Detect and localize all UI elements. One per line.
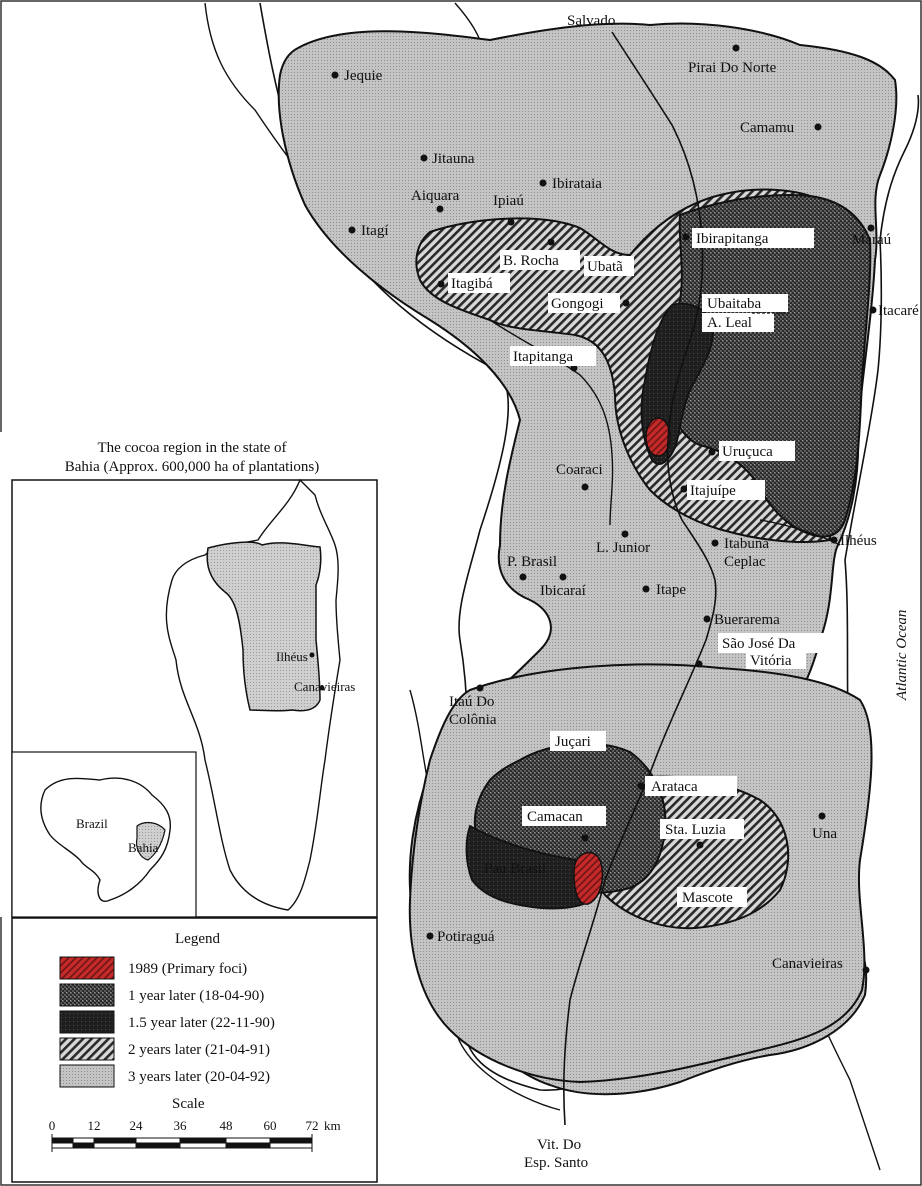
scale-tick-0: 0	[49, 1118, 56, 1133]
scale-tick-48: 48	[220, 1118, 233, 1133]
town-gongogi: Gongogi	[551, 296, 604, 312]
town-jitauna: Jitauna	[432, 151, 475, 167]
legend-swatch-3-years	[59, 1064, 115, 1088]
town-ibicarai: Ibicaraí	[540, 583, 586, 599]
town-colonia: Colônia	[449, 712, 497, 728]
town-jequie: Jequie	[344, 68, 383, 84]
town-itacare: Itacaré	[878, 303, 919, 319]
town-itau-do-colonia: Itaú Do	[449, 694, 494, 710]
brazil-outline	[40, 777, 172, 902]
town-ubata: Ubatã	[587, 259, 623, 275]
inset-label-ilheus: Ilhéus	[276, 649, 308, 664]
legend-swatch-2-years	[59, 1037, 115, 1061]
scale-tick-60: 60	[264, 1118, 277, 1133]
legend-title: Legend	[175, 931, 220, 947]
bahia-label: Bahia	[128, 840, 159, 855]
town-pirai-do-norte: Pirai Do Norte	[688, 60, 777, 76]
ocean-label: Atlantic Ocean	[894, 610, 910, 701]
brazil-label: Brazil	[76, 816, 108, 831]
inset-title-line1: The cocoa region in the state of	[97, 440, 286, 456]
scale-title: Scale	[172, 1096, 205, 1112]
inset-state-outline	[165, 478, 341, 911]
primary-focus-south	[573, 851, 604, 905]
town-ibirapitanga: Ibirapitanga	[696, 231, 769, 247]
town-vitoria: Vitória	[750, 653, 792, 669]
town-marau: Maraú	[852, 232, 892, 248]
town-urucuca: Uruçuca	[722, 444, 773, 460]
scale-tick-36: 36	[174, 1118, 188, 1133]
town-canavieiras: Canavieiras	[772, 956, 843, 972]
town-ilheus: Ilhéus	[840, 533, 877, 549]
town-itape: Itape	[656, 582, 686, 598]
road-label-vitoria: Vit. Do	[537, 1137, 581, 1153]
town-p-brasil: P. Brasil	[507, 554, 557, 570]
inset-title-line2: Bahia (Approx. 600,000 ha of plantations…	[65, 459, 320, 475]
town-markers	[331, 44, 877, 974]
scale-unit: km	[324, 1118, 341, 1133]
legend-swatch-primary	[59, 956, 115, 980]
town-ibirataia: Ibirataia	[552, 176, 602, 192]
town-itagi: Itagí	[361, 223, 389, 239]
town-potiragua: Potiraguá	[437, 929, 495, 945]
town-camacan: Camacan	[527, 809, 583, 825]
scale-ticks: 0 12 24 36 48 60 72 km	[49, 1118, 341, 1133]
legend-label-1-5-years: 1.5 year later (22-11-90)	[128, 1015, 275, 1031]
town-ubaitaba: Ubaitaba	[707, 296, 761, 312]
town-arataca: Arataca	[651, 779, 698, 795]
town-sta-luzia: Sta. Luzia	[665, 822, 726, 838]
town-ceplac: Ceplac	[724, 554, 766, 570]
legend-label-3-years: 3 years later (20-04-92)	[128, 1069, 270, 1085]
inset-label-canavieiras: Canavieiras	[294, 679, 355, 694]
road-salvador	[611, 31, 717, 641]
town-b-rocha: B. Rocha	[503, 253, 559, 269]
legend-swatch-1-year	[59, 983, 115, 1007]
scale-tick-72: 72	[306, 1118, 319, 1133]
legend-label-primary: 1989 (Primary foci)	[128, 961, 247, 977]
town-ipiau: Ipiaú	[493, 193, 524, 209]
scale-tick-24: 24	[130, 1118, 144, 1133]
town-una: Una	[812, 826, 837, 842]
primary-focus-north	[645, 417, 671, 457]
road-south	[563, 639, 707, 1126]
road-label-salvador: Salvado	[567, 13, 615, 29]
town-itabuna: Itabuna	[724, 536, 769, 552]
inset-cocoa-region	[206, 541, 322, 712]
road-label-esp-santo: Esp. Santo	[524, 1155, 588, 1171]
town-pau-brasil: Pau Brasil	[484, 861, 546, 877]
town-aiquara: Aiquara	[411, 188, 460, 204]
town-l-junior: L. Junior	[596, 540, 650, 556]
town-coaraci: Coaraci	[556, 462, 603, 478]
town-jucari: Juçari	[555, 734, 591, 750]
town-itapitanga: Itapitanga	[513, 349, 573, 365]
town-a-leal: A. Leal	[707, 315, 752, 331]
bahia-shape	[135, 821, 166, 861]
legend-swatch-1-5-years	[59, 1010, 115, 1034]
legend-label-2-years: 2 years later (21-04-91)	[128, 1042, 270, 1058]
scale-tick-12: 12	[88, 1118, 101, 1133]
town-camamu: Camamu	[740, 120, 795, 136]
scale-bar	[51, 1134, 313, 1152]
town-itagiba: Itagibá	[451, 276, 493, 292]
town-mascote: Mascote	[682, 890, 733, 906]
town-itajuipe: Itajuípe	[690, 483, 736, 499]
coastline	[844, 94, 920, 561]
legend-label-1-year: 1 year later (18-04-90)	[128, 988, 264, 1004]
town-sao-jose-da-vitoria: São José Da	[722, 636, 796, 652]
town-buerarema: Buerarema	[714, 612, 780, 628]
